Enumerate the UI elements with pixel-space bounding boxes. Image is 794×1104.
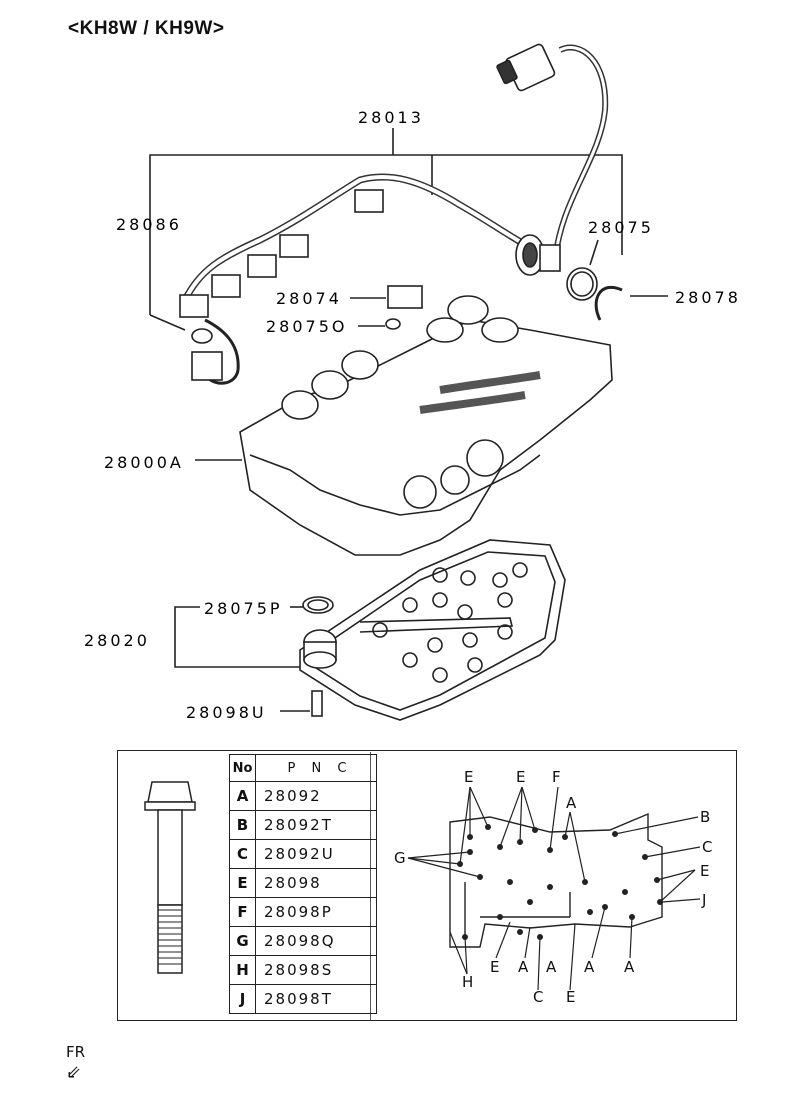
front-arrow-icon: ⇙: [66, 1062, 82, 1083]
loc-label-right-c: C: [702, 838, 712, 856]
loc-label-right-e: E: [700, 862, 709, 880]
row-no: J: [229, 984, 256, 1014]
loc-label-top-e2: E: [516, 768, 525, 786]
table-row: H 28098S: [229, 955, 377, 985]
table-header-row: No P N C: [229, 754, 377, 782]
table-row: J 28098T: [229, 984, 377, 1014]
row-pnc: 28098T: [255, 984, 377, 1014]
table-row: F 28098P: [229, 897, 377, 927]
loc-label-right-j: J: [701, 891, 706, 909]
row-pnc: 28098: [255, 868, 377, 898]
loc-label-bottom-c: C: [533, 988, 543, 1006]
header-no: No: [229, 754, 256, 782]
row-no: G: [229, 926, 256, 956]
row-no: H: [229, 955, 256, 985]
row-pnc: 28098P: [255, 897, 377, 927]
label-28075: 28075: [588, 218, 654, 237]
diagram-title: <KH8W / KH9W>: [68, 18, 225, 39]
row-pnc: 28098S: [255, 955, 377, 985]
row-pnc: 28092T: [255, 810, 377, 840]
front-label: FR: [66, 1043, 86, 1061]
bolt-location-diagram: E E F A B C E J G E A A A A H C E: [370, 752, 712, 1020]
loc-label-left-g: G: [394, 849, 406, 867]
row-pnc: 28092U: [255, 839, 377, 869]
label-28086: 28086: [116, 215, 182, 234]
loc-label-top-e1: E: [464, 768, 473, 786]
loc-label-bottom-a4: A: [624, 958, 635, 976]
loc-label-bottom-e: E: [490, 958, 499, 976]
label-28078: 28078: [675, 288, 741, 307]
row-pnc: 28092: [255, 781, 377, 811]
label-28098U: 28098U: [186, 703, 267, 722]
exploded-view: 28013 28086 28075 28078 28074 28075O 280…: [84, 43, 741, 722]
bolt-illustration: [144, 781, 196, 974]
loc-label-bottom-a3: A: [584, 958, 595, 976]
loc-label-top-a: A: [566, 794, 577, 812]
label-28074: 28074: [276, 289, 342, 308]
row-pnc: 28098Q: [255, 926, 377, 956]
row-no: E: [229, 868, 256, 898]
loc-label-bottom-h: H: [462, 973, 473, 991]
bolt-pnc-table: No P N C A 28092 B 28092T C 28092U E 280…: [229, 754, 377, 1014]
loc-label-right-b: B: [700, 808, 710, 826]
header-pnc: P N C: [255, 754, 377, 782]
loc-label-bottom-a2: A: [546, 958, 557, 976]
label-28075O: 28075O: [266, 317, 348, 336]
row-no: A: [229, 781, 256, 811]
row-no: F: [229, 897, 256, 927]
label-28013: 28013: [358, 108, 424, 127]
table-row: E 28098: [229, 868, 377, 898]
table-row: B 28092T: [229, 810, 377, 840]
bolt-chart-frame: [117, 750, 737, 1021]
label-28000A: 28000A: [104, 453, 184, 472]
loc-label-top-f: F: [552, 768, 561, 786]
row-no: B: [229, 810, 256, 840]
label-28075P: 28075P: [204, 599, 283, 618]
label-28020: 28020: [84, 631, 150, 650]
loc-label-bottom-e2: E: [566, 988, 575, 1006]
loc-label-bottom-a1: A: [518, 958, 529, 976]
table-row: G 28098Q: [229, 926, 377, 956]
table-row: A 28092: [229, 781, 377, 811]
table-row: C 28092U: [229, 839, 377, 869]
row-no: C: [229, 839, 256, 869]
